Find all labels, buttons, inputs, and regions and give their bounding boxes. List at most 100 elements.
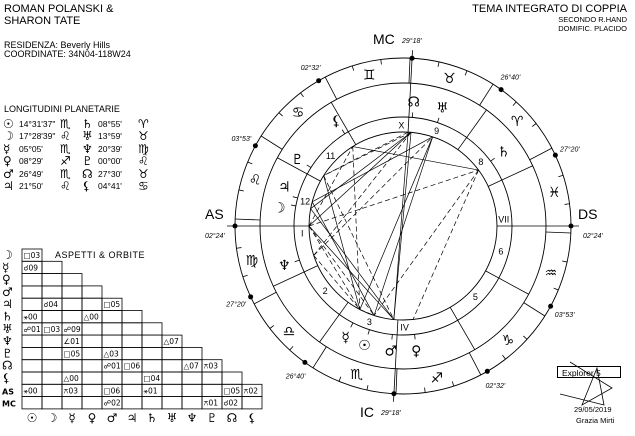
sign-boundary	[312, 346, 327, 369]
cusp-dot	[548, 303, 554, 309]
aspect-col-label: ☊	[227, 411, 238, 425]
planet-tick	[294, 259, 300, 263]
cusp-dot	[252, 143, 258, 149]
house-cusp-line	[488, 165, 533, 187]
neptune-icon: ♆	[82, 141, 93, 156]
aspect-value: ☌04	[44, 300, 59, 309]
names-line-2: SHARON TATE	[4, 15, 81, 27]
sign-icon: ♌	[60, 178, 71, 193]
house-number: 3	[367, 317, 372, 327]
date: 29/05/2019	[574, 405, 612, 414]
sign-tick	[338, 376, 342, 382]
aspect-line	[313, 136, 433, 256]
aspect-value: ⚻03	[204, 362, 219, 371]
mc-degree: 29°18'	[401, 37, 422, 45]
longitude: 13°59'	[98, 131, 122, 142]
sign-icon: ♋	[292, 105, 305, 121]
sign-tick	[523, 335, 528, 340]
planet-row: ♃21°50'♌⚸04°41'♋	[3, 180, 193, 192]
sign-tick	[238, 189, 244, 192]
aspect-col-label: ♃	[127, 411, 138, 425]
house-number: 2	[323, 286, 328, 296]
aspect-value: ∠01	[64, 337, 80, 346]
cusp-degree-label: 26°40'	[285, 372, 306, 380]
longitude: 08°55'	[98, 119, 122, 129]
sign-tick	[380, 59, 382, 65]
planet-tick	[306, 164, 312, 168]
sign-tick	[512, 101, 517, 106]
aspect-cell	[101, 371, 123, 385]
aspect-line	[393, 132, 409, 320]
longitude: 05°05'	[19, 143, 43, 154]
aspect-cell	[121, 322, 143, 336]
axis-mc-line	[410, 50, 413, 84]
aspect-cell	[61, 396, 83, 410]
sign-icon: ♓	[548, 185, 561, 201]
house-cusp-line	[485, 270, 529, 295]
aspect-row-label: AS	[2, 387, 14, 396]
sign-icon: ♈	[511, 114, 524, 130]
venus-icon: ♀	[411, 343, 421, 359]
aspect-cell	[101, 322, 123, 336]
planet-row: ☽17°28'39"♌♅13°59'♉	[3, 130, 193, 142]
aspect-cell	[221, 371, 243, 385]
aspect-line	[310, 208, 395, 320]
longitude: 27°30'	[98, 168, 122, 179]
aspect-cell	[41, 371, 63, 385]
sign-boundary	[545, 231, 571, 234]
uranus-icon: ♅	[82, 129, 93, 144]
house-number: 12	[300, 197, 310, 207]
sign-tick	[558, 174, 564, 178]
aspect-col-label: ♄	[147, 411, 158, 425]
cusp-dot	[484, 368, 490, 374]
aspect-cell	[201, 371, 223, 385]
planet-row: ♂26°49'♏☊27°30'♉	[3, 168, 193, 180]
as-degree: 02°24'	[205, 232, 225, 240]
aspect-col-label: ♇	[207, 411, 218, 425]
aspect-line	[310, 201, 313, 209]
aspect-value: △07	[184, 362, 200, 371]
saturn-icon: ♄	[82, 117, 93, 131]
aspect-cell	[61, 285, 83, 299]
house-cusp-line	[277, 157, 321, 182]
aspect-row-label: ♅	[2, 322, 13, 336]
software-label: Explorer 5	[557, 366, 621, 378]
method: SECONDO R.HAND	[558, 15, 627, 24]
sign-icon: ♊	[363, 68, 376, 84]
aspect-line	[352, 146, 361, 310]
house-number: IV	[400, 322, 409, 332]
saturn-icon: ♄	[497, 145, 510, 161]
house-number: 11	[326, 151, 335, 161]
aspect-cell	[201, 383, 223, 397]
sign-tick	[366, 385, 369, 391]
longitude: 00°00'	[98, 156, 122, 167]
aspect-value: ☌09	[24, 263, 39, 272]
aspect-row-label: ☿	[2, 260, 9, 274]
aspect-cell	[41, 383, 63, 397]
aspect-line	[311, 136, 433, 203]
sign-tick	[351, 65, 355, 71]
aspect-cell	[141, 334, 163, 348]
planet-tick	[367, 329, 370, 335]
sign-tick	[278, 112, 283, 117]
house-cusp-line	[449, 307, 476, 350]
sign-tick	[424, 387, 426, 393]
sign-boundary	[324, 76, 338, 100]
aspect-cell	[81, 396, 103, 410]
aspect-row-label: ☊	[2, 359, 13, 373]
longitude: 17°28'39"	[19, 131, 56, 142]
uranus-icon: ♅	[436, 100, 449, 116]
aspect-cell	[41, 273, 63, 287]
aspect-line	[323, 131, 409, 176]
planet-tick	[437, 117, 440, 123]
aspect-value: ☍01	[24, 325, 41, 334]
aspect-cell	[81, 285, 103, 299]
house-number: 9	[434, 126, 439, 136]
aspect-row-label: ♂	[2, 285, 13, 299]
sign-boundary	[395, 368, 398, 394]
mercury-icon: ☿	[3, 141, 11, 156]
sign-icon: ♍	[138, 141, 149, 156]
aspect-value: □05	[104, 300, 121, 309]
longitude: 04°41'	[98, 180, 122, 191]
